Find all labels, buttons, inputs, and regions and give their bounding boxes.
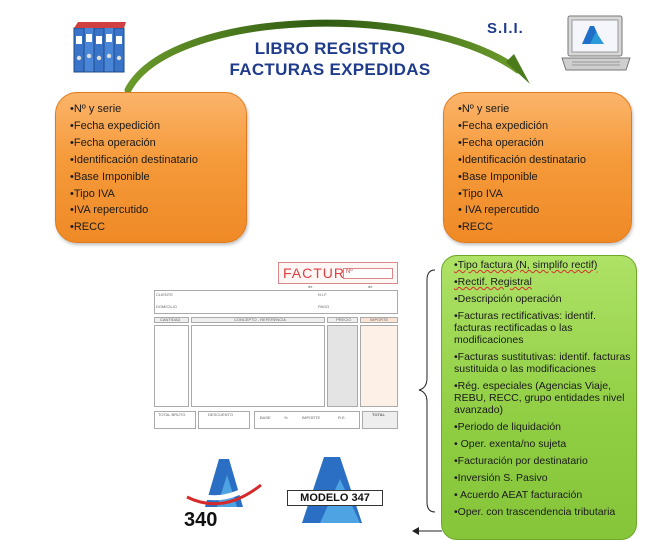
green-item: • Acuerdo AEAT facturación xyxy=(454,489,583,501)
right-item: •Tipo IVA xyxy=(458,187,503,200)
aeat-logo-icon xyxy=(185,459,263,507)
invoice-body-importe xyxy=(360,325,398,407)
left-item: •Fecha expedición xyxy=(70,119,161,132)
left-item: •RECC xyxy=(70,221,106,234)
invoice-cantidad: CANTIDAD xyxy=(160,317,181,322)
invoice-pago: PAGO xyxy=(318,304,330,309)
right-item: • IVA repercutido xyxy=(458,204,540,217)
invoice-cliente: CLIENTE xyxy=(156,292,173,297)
brace-connector xyxy=(418,269,436,513)
green-item: •Facturación por destinatario xyxy=(454,455,588,467)
invoice-client-block xyxy=(154,290,398,314)
left-fields-box: •Nº y serie •Fecha expedición •Fecha ope… xyxy=(55,92,247,243)
right-item: •Fecha operación xyxy=(458,136,544,149)
modelo-347-label: MODELO 347 xyxy=(287,490,383,506)
invoice-total-bruto-box xyxy=(154,411,196,429)
binders-icon xyxy=(73,22,126,73)
factura-number-field: Nº xyxy=(343,268,393,279)
invoice-descuento-box xyxy=(198,411,250,429)
invoice-de-1: de xyxy=(308,284,313,289)
right-item: •Fecha expedición xyxy=(458,119,549,132)
green-item: •Oper. con trascendencia tributaria xyxy=(454,506,616,518)
invoice-total: TOTAL xyxy=(372,412,385,417)
left-item: •Nº y serie xyxy=(70,103,122,115)
right-item: •Nº y serie xyxy=(458,103,510,115)
invoice-iva-importe: IMPORTE xyxy=(302,415,321,420)
green-item: •Rectif. Registral xyxy=(454,276,632,288)
arrow-left-icon xyxy=(412,527,442,535)
invoice-precio: PRECIO xyxy=(336,317,352,322)
sii-label: S.I.I. xyxy=(487,20,524,37)
modelo-340-label: 340 xyxy=(184,509,218,531)
green-item: •Tipo factura (N, simplifo rectif) xyxy=(454,259,632,271)
right-item: •Identificación destinatario xyxy=(458,153,586,166)
right-fields-box: •Nº y serie •Fecha expedición •Fecha ope… xyxy=(443,92,632,243)
invoice-col-cantidad xyxy=(154,317,189,323)
laptop-icon xyxy=(561,15,631,71)
invoice-col-importe xyxy=(360,317,398,323)
invoice-pct: % xyxy=(284,415,288,420)
factura-header: FACTURA Nº xyxy=(278,262,398,284)
green-item: •Rég. especiales (Agencias Viaje, REBU, … xyxy=(454,380,625,416)
invoice-base: BASE xyxy=(260,415,271,420)
left-item: •Base Imponible xyxy=(70,170,150,183)
additional-fields-box: •Tipo factura (N, simplifo rectif) •Rect… xyxy=(441,255,637,540)
invoice-descuento: DESCUENTO xyxy=(208,412,234,417)
invoice-body-concepto xyxy=(191,325,325,407)
green-item-text: •Tipo factura (N, simplifo rectif) xyxy=(454,259,598,271)
right-item: •RECC xyxy=(458,221,494,234)
green-item: •Inversión S. Pasivo xyxy=(454,472,548,484)
left-item: •Fecha operación xyxy=(70,136,156,149)
invoice-total-bruto: TOTAL BRUTO xyxy=(158,412,186,417)
right-item: •Base Imponible xyxy=(458,170,538,183)
invoice-domicilio: DOMICILIO xyxy=(156,304,177,309)
invoice-col-precio xyxy=(327,317,358,323)
invoice-re: R.E. xyxy=(338,415,346,420)
invoice-form: FACTURA Nº de de CLIENTE N.I.F. DOMICILI… xyxy=(150,262,400,437)
factura-title: FACTURA xyxy=(283,265,356,281)
green-item: •Descripción operación xyxy=(454,293,562,305)
invoice-body-precio xyxy=(327,325,358,407)
left-item: •Identificación destinatario xyxy=(70,153,198,166)
green-item: • Oper. exenta/no sujeta xyxy=(454,438,567,450)
invoice-total-box xyxy=(362,411,398,429)
green-item: •Facturas rectificativas: identif. factu… xyxy=(454,310,596,346)
left-item: •IVA repercutido xyxy=(70,204,149,217)
invoice-de-2: de xyxy=(368,284,373,289)
invoice-concepto: CONCEPTO - REFERENCIA xyxy=(234,317,286,322)
green-item-text: •Rectif. Registral xyxy=(454,276,532,288)
title-line-1: LIBRO REGISTRO xyxy=(254,39,406,58)
invoice-body-cantidad xyxy=(154,325,189,407)
invoice-iva-box xyxy=(254,411,360,429)
invoice-importe: IMPORTE xyxy=(370,317,389,322)
diagram-title: LIBRO REGISTRO FACTURAS EXPEDIDAS xyxy=(180,38,480,80)
invoice-nif: N.I.F. xyxy=(318,292,328,297)
left-item: •Tipo IVA xyxy=(70,187,115,200)
green-item: •Periodo de liquidación xyxy=(454,421,561,433)
green-item: •Facturas sustitutivas: identif. factura… xyxy=(454,351,631,375)
title-line-2: FACTURAS EXPEDIDAS xyxy=(229,60,431,79)
invoice-col-concepto xyxy=(191,317,325,323)
